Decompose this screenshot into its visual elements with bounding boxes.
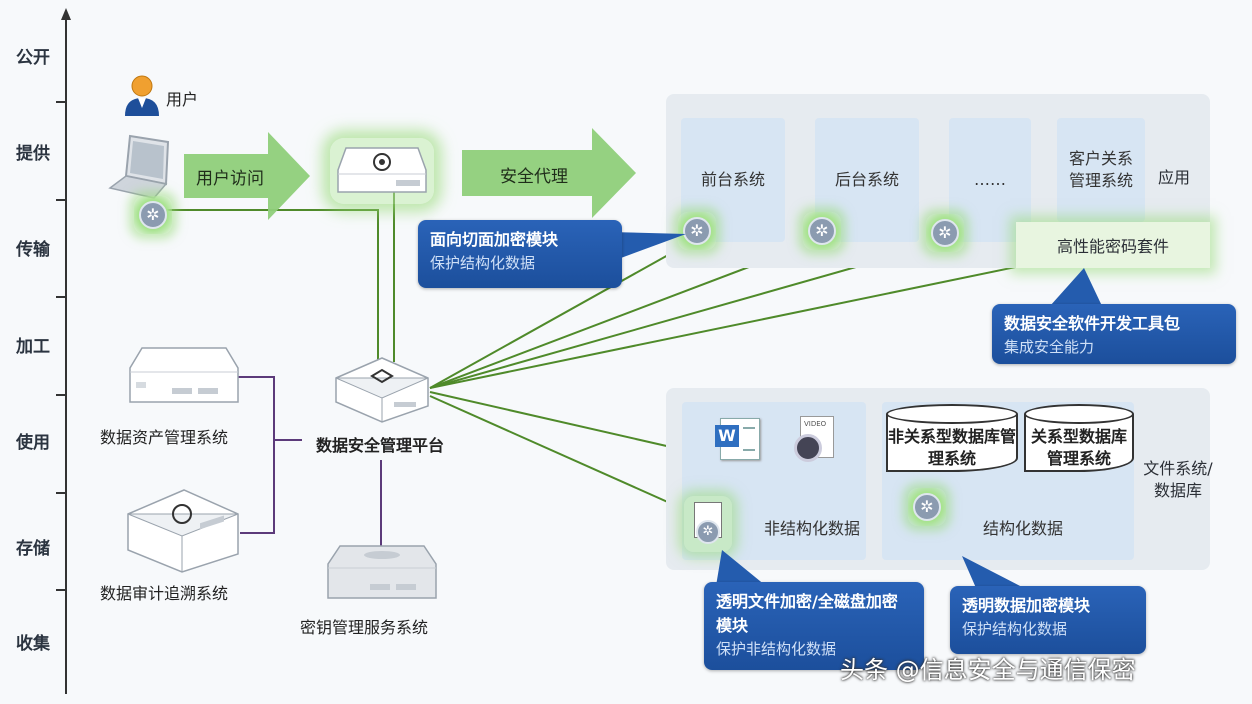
nonrelational-db-cylinder: 非关系型数据库管理系统 [886,404,1018,472]
sdk-callout: 数据安全软件开发工具包 集成安全能力 [992,304,1236,364]
user-access-arrow [184,132,310,220]
laptop-link [160,209,379,362]
proxy-device [337,147,427,193]
crm-system-label: 客户关系管理系统 [1068,148,1133,190]
axis-ticks [56,101,66,591]
aspect-callout-title: 面向切面加密模块 [430,230,559,249]
db-callout-pointer [962,556,1024,588]
file-crypto-callout: 透明文件加密/全磁盘加密模块 保护非结构化数据 [704,582,924,670]
relational-db-label: 关系型数据库管理系统 [1030,427,1127,468]
platform-device [335,357,429,423]
stage-transmit: 传输 [16,240,50,260]
gear-icon: ✲ [683,217,711,245]
crm-system-box: 客户关系管理系统 [1057,118,1145,222]
asset-management-label: 数据资产管理系统 [100,428,229,447]
platform-label: 数据安全管理平台 [316,436,445,455]
front-crypto-chip: ✲ [678,212,716,250]
asset-management-device [129,347,239,403]
sdk-callout-pointer [1050,268,1102,306]
stage-collect: 收集 [16,634,50,654]
stage-public: 公开 [16,48,50,68]
storage-side-label: 文件系统/数据库 [1143,459,1213,500]
db-callout-title: 透明数据加密模块 [962,596,1091,615]
audit-trace-label: 数据审计追溯系统 [100,584,229,603]
kms-label: 密钥管理服务系统 [300,618,429,637]
user-icon [125,75,159,116]
stage-process: 加工 [16,337,50,357]
other-system-label: …… [974,169,1006,189]
crypto-suite-label: 高性能密码套件 [1056,237,1169,256]
gear-icon: ✲ [808,217,836,245]
sdk-callout-title: 数据安全软件开发工具包 [1004,314,1181,333]
other-crypto-chip: ✲ [926,214,964,252]
nonrelational-db-label: 非关系型数据库管理系统 [887,427,1016,468]
unstructured-label: 非结构化数据 [763,518,860,538]
laptop-crypto-chip: ✲ [134,196,172,234]
gear-icon: ✲ [913,493,941,521]
user-label: 用户 [166,90,199,109]
file-callout-subtitle: 保护非结构化数据 [716,640,837,658]
db-crypto-chip: ✲ [908,488,946,526]
file-callout-pointer [716,550,766,586]
word-document-icon: W [715,418,760,460]
db-crypto-callout: 透明数据加密模块 保护结构化数据 [950,586,1146,654]
stage-store: 存储 [16,539,50,559]
aspect-callout-subtitle: 保护结构化数据 [430,254,536,272]
file-crypto-chip: ✲ [684,496,732,552]
axis-arrowhead [61,8,71,20]
kms-device [327,545,437,599]
stage-use: 使用 [16,433,50,453]
db-callout-subtitle: 保护结构化数据 [962,620,1068,638]
application-side-label: 应用 [1158,168,1191,187]
gear-icon: ✲ [139,201,167,229]
security-proxy-arrow [462,128,636,218]
aspect-crypto-callout: 面向切面加密模块 保护结构化数据 [418,220,622,288]
back-system-label: 后台系统 [834,169,899,189]
structured-label: 结构化数据 [982,518,1063,538]
sdk-callout-subtitle: 集成安全能力 [1004,338,1095,356]
security-proxy-label: 安全代理 [500,167,568,187]
purple-links [238,376,382,548]
audit-trace-device [127,489,239,573]
user-access-label: 用户访问 [196,169,264,189]
aspect-callout-pointer [610,232,686,262]
watermark: 头条 @信息安全与通信保密 [840,656,1136,684]
front-system-label: 前台系统 [700,169,765,189]
laptop-icon [108,134,170,199]
back-crypto-chip: ✲ [803,212,841,250]
stage-provide: 提供 [16,144,50,164]
crypto-suite-box: 高性能密码套件 [1016,222,1210,268]
gear-icon: ✲ [931,219,959,247]
file-callout-title: 透明文件加密/全磁盘加密模块 [716,592,898,635]
relational-db-cylinder: 关系型数据库管理系统 [1024,404,1134,472]
video-file-icon: VIDEO [794,416,834,462]
gear-icon: ✲ [696,520,720,544]
